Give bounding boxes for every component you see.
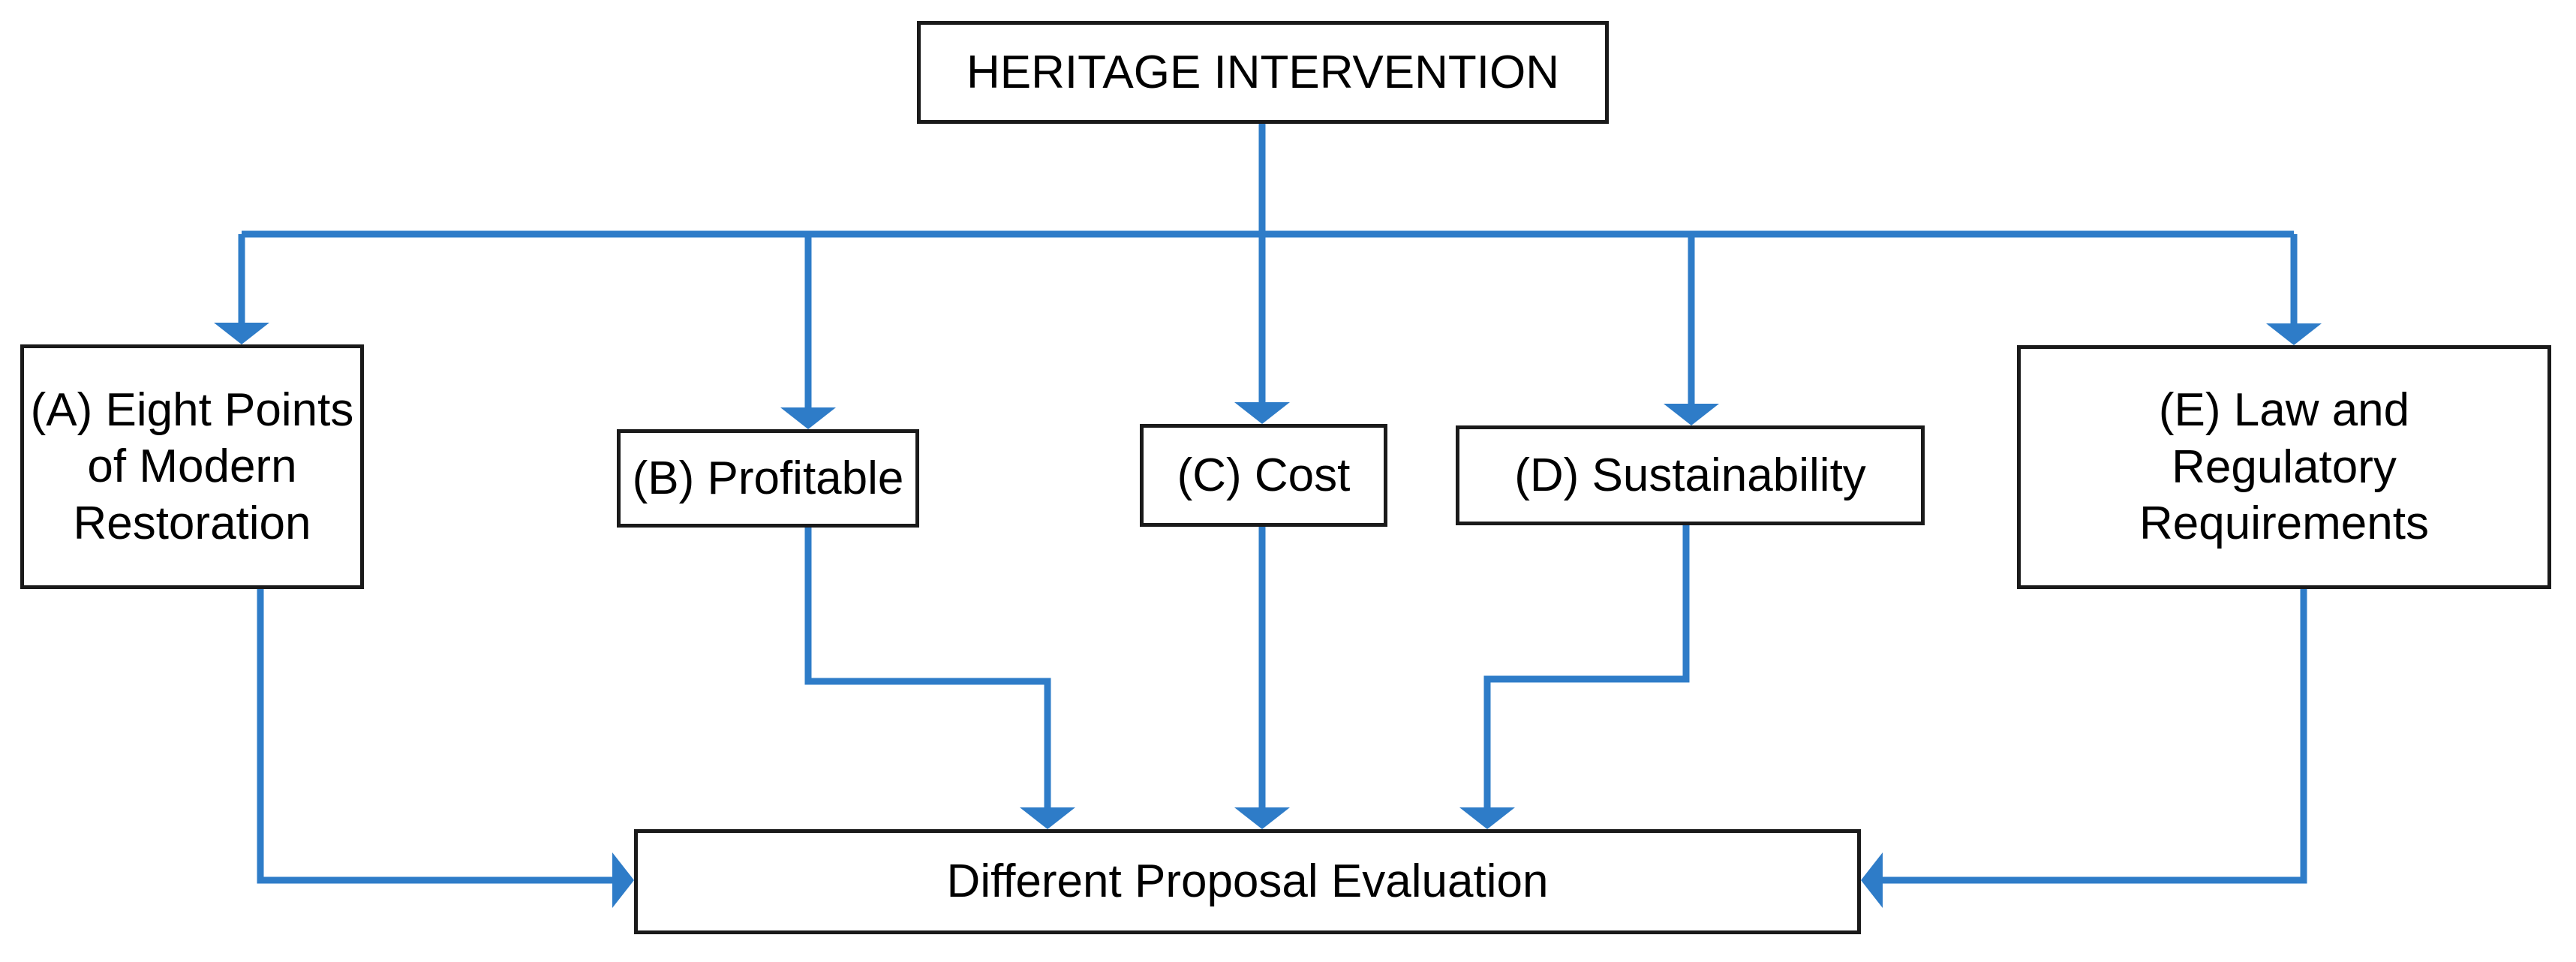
node-cost[interactable]: (C) Cost bbox=[1140, 424, 1387, 527]
arrowhead-d-to-evaluation bbox=[1459, 807, 1515, 829]
arrowhead-e-to-evaluation bbox=[1861, 852, 1883, 908]
node-sustainability[interactable]: (D) Sustainability bbox=[1456, 425, 1925, 525]
edge-d-to-evaluation bbox=[1483, 525, 1690, 811]
arrowhead-a-to-evaluation bbox=[612, 852, 634, 908]
node-eight-points-of-modern-restoration[interactable]: (A) Eight Points of Modern Restoration bbox=[20, 344, 364, 589]
arrowhead-root-to-c bbox=[1234, 402, 1290, 424]
arrowhead-c-to-evaluation bbox=[1234, 807, 1290, 829]
arrowhead-root-to-a bbox=[214, 323, 269, 344]
node-different-proposal-evaluation[interactable]: Different Proposal Evaluation bbox=[634, 829, 1861, 934]
node-profitable[interactable]: (B) Profitable bbox=[617, 429, 919, 528]
arrowhead-b-to-evaluation bbox=[1020, 807, 1075, 829]
edge-b-to-evaluation bbox=[804, 528, 1051, 811]
edge-a-to-evaluation bbox=[257, 589, 616, 884]
node-heritage-intervention[interactable]: HERITAGE INTERVENTION bbox=[917, 21, 1609, 124]
arrowhead-root-to-e bbox=[2266, 323, 2322, 345]
arrowhead-root-to-d bbox=[1664, 404, 1719, 425]
edge-e-to-evaluation bbox=[1879, 589, 2307, 884]
arrowhead-root-to-b bbox=[780, 407, 836, 429]
node-law-and-regulatory-requirements[interactable]: (E) Law and Regulatory Requirements bbox=[2017, 345, 2551, 589]
